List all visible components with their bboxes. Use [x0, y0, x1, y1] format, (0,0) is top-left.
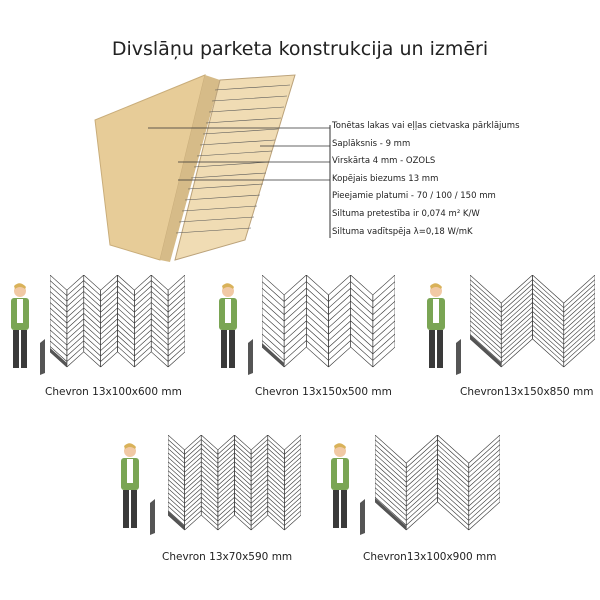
parquet-plank-illustration: [94, 74, 296, 262]
chevron-pattern: [262, 275, 395, 368]
chevron-pattern: [168, 435, 301, 531]
page-title: Divslāņu parketa konstrukcija un izmēri: [111, 38, 489, 60]
chevron-pattern: [50, 275, 185, 368]
chevron-caption: Chevron 13x150x500 mm: [255, 386, 392, 398]
spec-item: Saplāksnis - 9 mm: [332, 139, 411, 149]
spec-item: Kopējais biezums 13 mm: [332, 174, 439, 184]
person-scale-icon: [427, 283, 461, 375]
leader-lines: [148, 127, 330, 181]
person-scale-icon: [331, 443, 365, 535]
chevron-caption: Chevron13x100x900 mm: [363, 551, 497, 563]
chevron-caption: Chevron13x150x850 mm: [460, 386, 594, 398]
spec-item: Tonētas lakas vai eļļas cietvaska pārklā…: [332, 121, 520, 131]
spec-item: Siltuma vadītspēja λ=0,18 W/mK: [332, 227, 473, 237]
person-scale-icon: [219, 283, 253, 375]
chevron-caption: Chevron 13x100x600 mm: [45, 386, 182, 398]
spec-item: Pieejamie platumi - 70 / 100 / 150 mm: [332, 191, 496, 201]
person-scale-icon: [11, 283, 45, 375]
person-scale-icon: [121, 443, 155, 535]
chevron-caption: Chevron 13x70x590 mm: [162, 551, 293, 563]
chevron-pattern: [470, 275, 595, 368]
chevron-pattern: [375, 435, 500, 531]
spec-item: Virskārta 4 mm - OZOLS: [332, 156, 436, 166]
spec-item: Siltuma pretestība ir 0,074 m² K/W: [332, 209, 480, 219]
